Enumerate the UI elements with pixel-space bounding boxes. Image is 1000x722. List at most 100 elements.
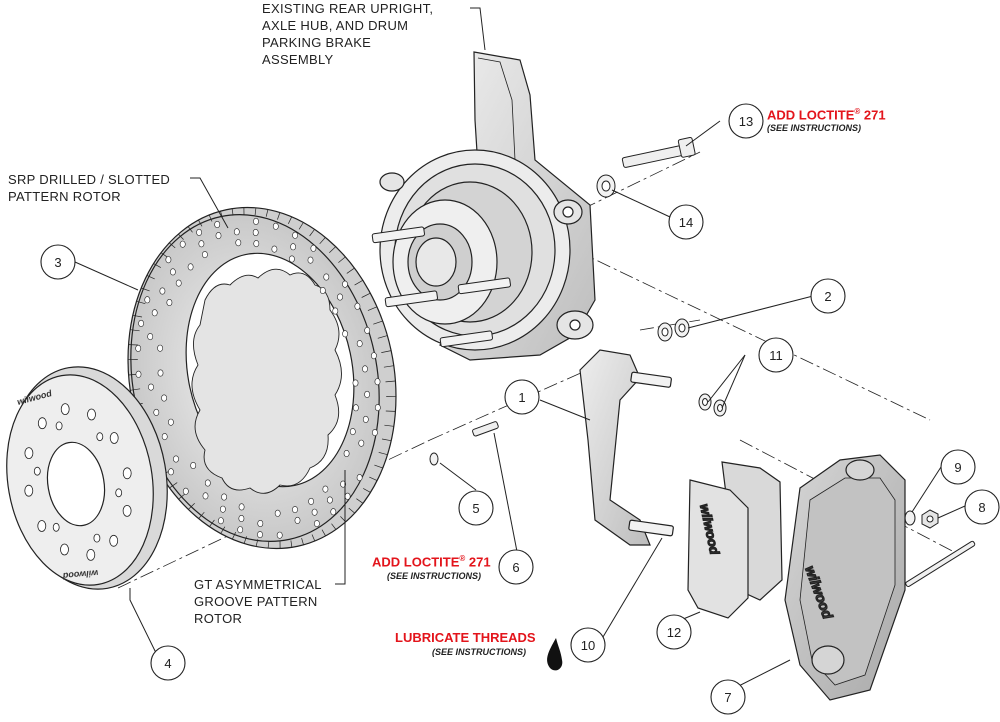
drill-hole	[254, 240, 259, 246]
bolt-13	[622, 137, 695, 168]
drill-hole	[162, 395, 167, 401]
drill-hole	[152, 310, 157, 316]
drill-hole	[277, 532, 282, 538]
note-loctite-13-num: 271	[860, 107, 885, 122]
callout-1: 1	[505, 380, 539, 414]
callout-5: 5	[459, 491, 493, 525]
drill-hole	[197, 229, 202, 235]
note-lubricate-sub: (SEE INSTRUCTIONS)	[432, 647, 526, 657]
drill-hole	[320, 287, 325, 293]
drill-hole	[353, 405, 358, 411]
drill-hole	[199, 241, 204, 247]
callout-number: 1	[518, 390, 525, 405]
bolt-6	[472, 421, 499, 436]
drill-hole	[238, 527, 243, 533]
drill-hole	[272, 246, 277, 252]
caliper: wilwood	[785, 455, 905, 700]
drill-hole	[353, 380, 358, 386]
hat-hole	[38, 521, 46, 532]
callout-number: 12	[667, 625, 681, 640]
drill-hole	[365, 391, 370, 397]
drill-hole	[154, 409, 159, 415]
drill-hole	[145, 297, 150, 303]
drill-hole	[291, 244, 296, 250]
drill-hole	[205, 480, 210, 486]
callout-10: 10	[571, 628, 605, 662]
drill-hole	[253, 229, 258, 235]
drill-hole	[167, 299, 172, 305]
hat-hole	[25, 485, 33, 496]
note-loctite-6-text: ADD LOCTITE	[372, 554, 459, 569]
drill-hole	[239, 504, 244, 510]
hat-hole	[88, 409, 96, 420]
drill-hole	[311, 245, 316, 251]
callout-number: 5	[472, 501, 479, 516]
drill-hole	[160, 288, 165, 294]
lubricant-drop-icon	[547, 638, 562, 670]
label-existing-upright: EXISTING REAR UPRIGHT, AXLE HUB, AND DRU…	[262, 0, 433, 68]
drill-hole	[168, 469, 173, 475]
drill-hole	[362, 366, 367, 372]
label-gt-rotor: GT ASYMMETRICAL GROOVE PATTERN ROTOR	[194, 576, 322, 627]
callout-number: 9	[954, 460, 961, 475]
drill-hole	[314, 520, 319, 526]
drill-hole	[293, 232, 298, 238]
callout-4: 4	[151, 646, 185, 680]
callout-12: 12	[657, 615, 691, 649]
drill-hole	[365, 327, 370, 333]
drill-hole	[158, 345, 163, 351]
callout-number: 3	[54, 255, 61, 270]
brake-pads: wilwood	[688, 462, 782, 618]
note-loctite-13-sub: (SEE INSTRUCTIONS)	[767, 123, 861, 133]
drill-hole	[343, 331, 348, 337]
drill-hole	[371, 353, 376, 359]
callout-number: 10	[581, 638, 595, 653]
drill-hole	[344, 450, 349, 456]
drill-hole	[258, 520, 263, 526]
hat-hole	[110, 535, 118, 546]
drill-hole	[273, 223, 278, 229]
callout-14: 14	[669, 205, 703, 239]
drill-hole	[355, 303, 360, 309]
hat-hole	[53, 523, 59, 531]
drill-hole	[168, 419, 173, 425]
note-loctite-6: ADD LOCTITE® 271	[372, 554, 491, 569]
drill-hole	[275, 510, 280, 516]
drill-hole	[308, 257, 313, 263]
drill-hole	[176, 280, 181, 286]
label-srp-rotor: SRP DRILLED / SLOTTED PATTERN ROTOR	[8, 171, 170, 205]
note-loctite-13-text: ADD LOCTITE	[767, 107, 854, 122]
callout-2: 2	[811, 279, 845, 313]
drill-hole	[148, 333, 153, 339]
drill-hole	[363, 416, 368, 422]
hat-hole	[25, 448, 33, 459]
hat-hole	[87, 549, 95, 560]
drill-hole	[139, 320, 144, 326]
callout-number: 7	[724, 690, 731, 705]
drill-hole	[203, 493, 208, 499]
drill-hole	[309, 498, 314, 504]
drill-hole	[331, 509, 336, 515]
drill-hole	[292, 506, 297, 512]
callout-number: 8	[978, 500, 985, 515]
callout-9: 9	[941, 450, 975, 484]
drill-hole	[191, 462, 196, 468]
drill-hole	[327, 497, 332, 503]
nut-8	[922, 510, 938, 528]
drill-hole	[345, 493, 350, 499]
drill-hole	[342, 281, 347, 287]
drill-hole	[324, 274, 329, 280]
drill-hole	[234, 229, 239, 235]
note-loctite-6-num: 271	[465, 554, 490, 569]
callout-3: 3	[41, 245, 75, 279]
hat-hole	[97, 433, 103, 441]
caliper-bracket	[580, 350, 674, 545]
hat-hole	[94, 534, 100, 542]
hat-hole	[56, 422, 62, 430]
drill-hole	[158, 370, 163, 376]
callout-11: 11	[759, 338, 793, 372]
note-loctite-6-sub: (SEE INSTRUCTIONS)	[387, 571, 481, 581]
drill-hole	[253, 218, 258, 224]
callout-number: 6	[512, 560, 519, 575]
